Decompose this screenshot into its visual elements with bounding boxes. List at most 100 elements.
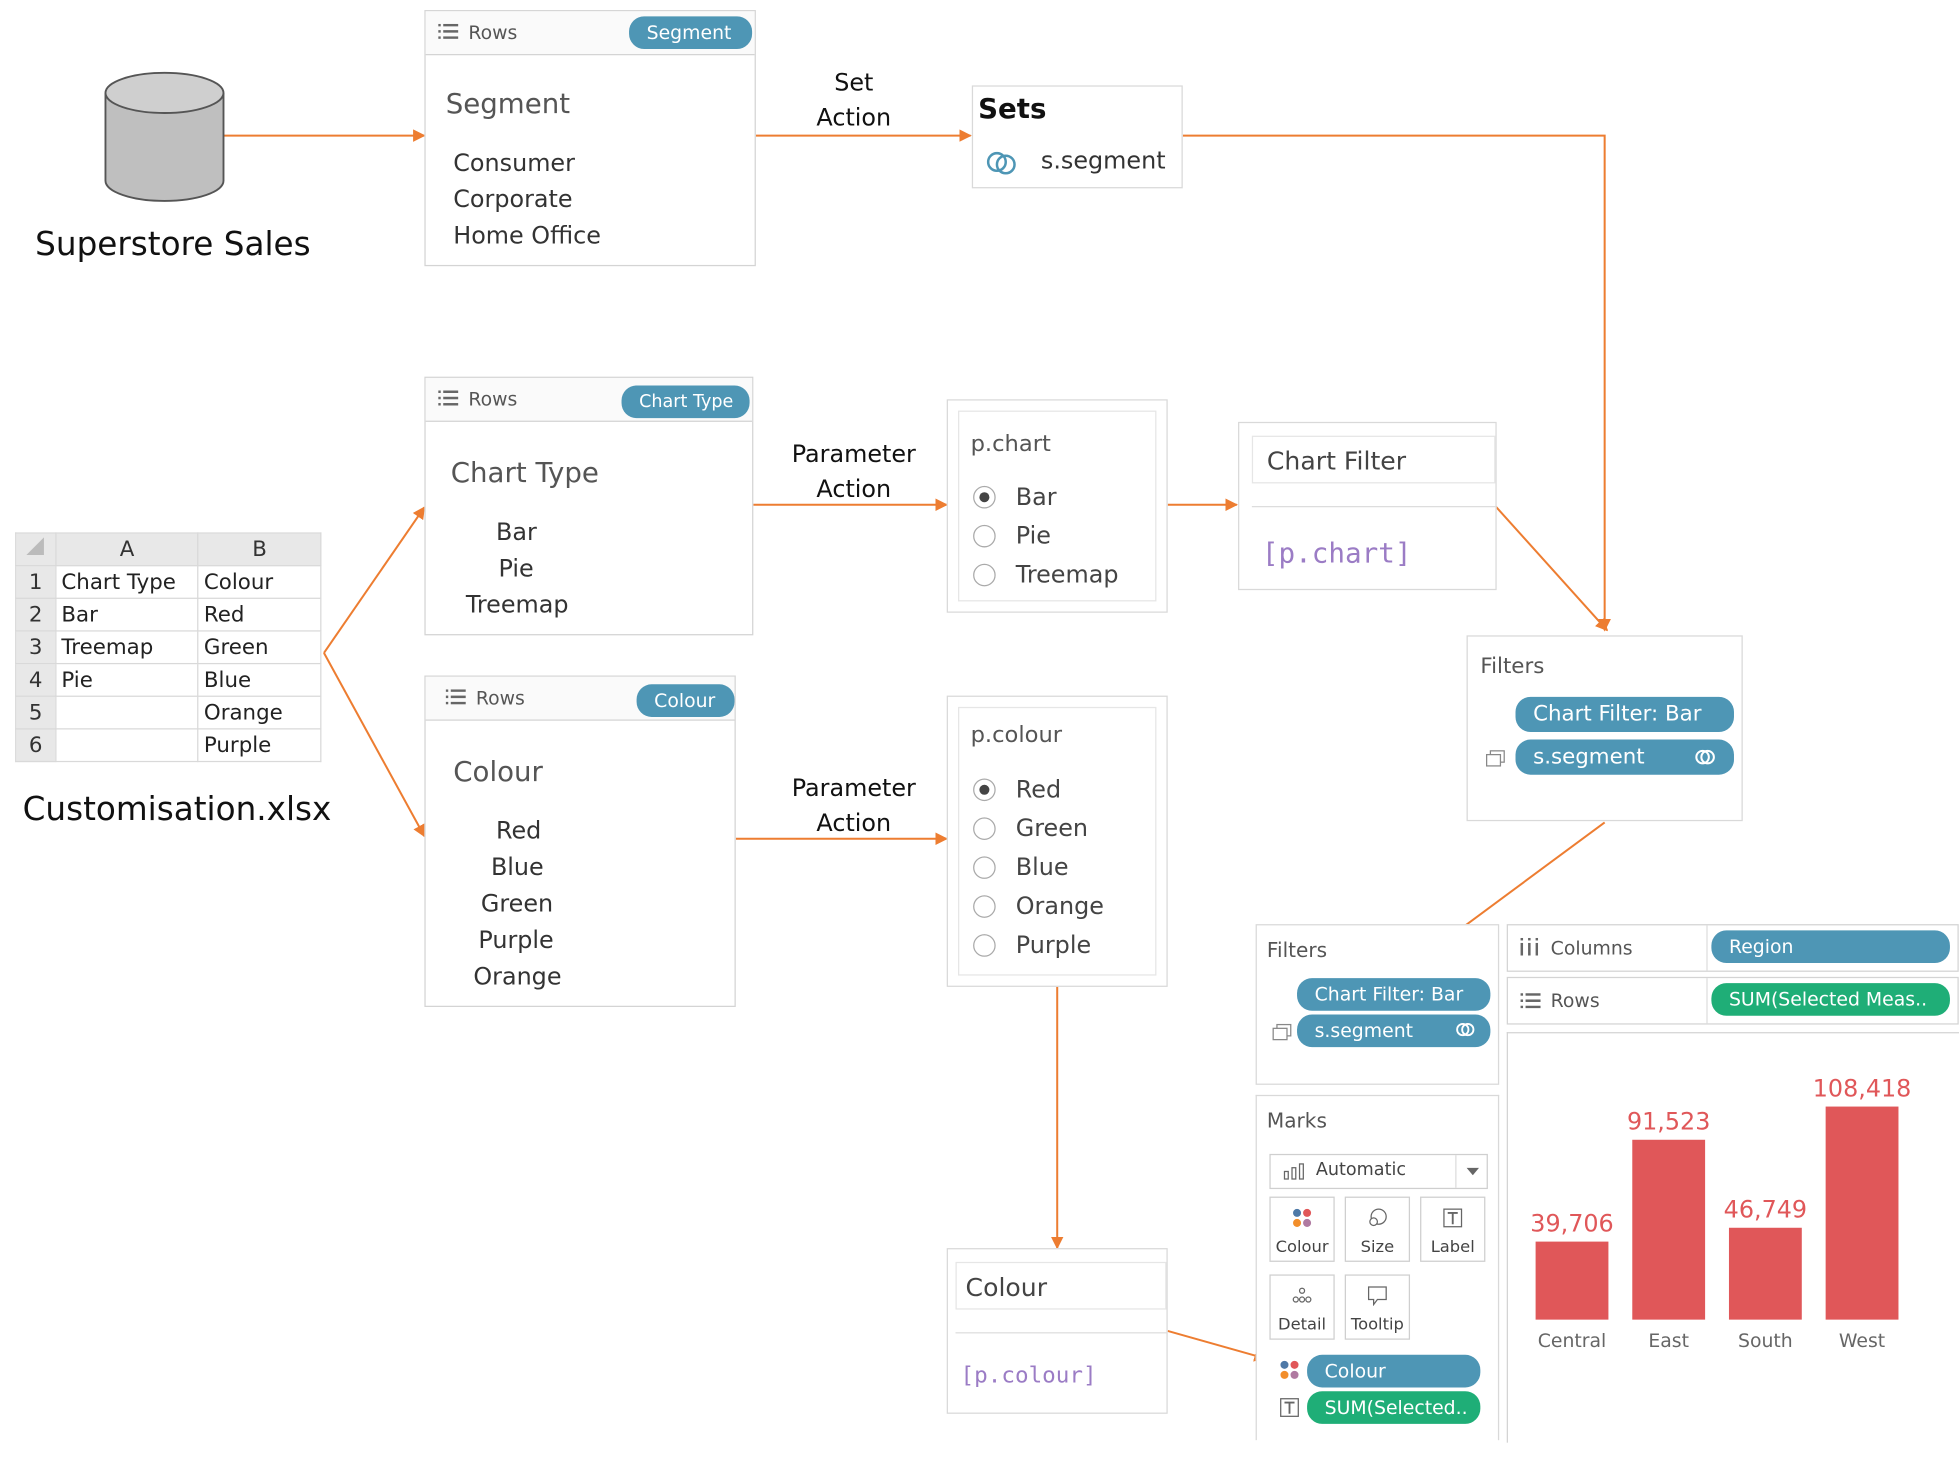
radio-green[interactable] [973,817,996,840]
radio-bar[interactable] [973,485,996,509]
label-marks-pill[interactable]: SUM(Selected.. [1307,1391,1481,1424]
bar-chart: 39,706Central91,523East46,749South108,41… [1530,1075,1912,1353]
radio-label: Bar [1015,483,1057,512]
segment-pill[interactable]: Segment [629,16,753,49]
radio-orange[interactable] [973,895,996,918]
arrow-colourcalc-to-marks [1167,1329,1267,1362]
set-icon [1695,749,1715,765]
chevron-down-icon [1466,1167,1480,1176]
size-mark-button[interactable]: Size [1344,1196,1411,1262]
arrow-xlsx-to-colour [323,652,426,838]
cell[interactable]: Green [197,630,322,665]
set-icon [1456,1023,1475,1037]
chart-type-item: Pie [498,554,534,583]
arrow-chartfilter-to-filters [1493,504,1609,632]
rows-label: Rows [1550,989,1600,1013]
worksheet-filters-title: Filters [1266,937,1328,962]
filters-title: Filters [1480,654,1545,680]
bar-central[interactable] [1535,1241,1609,1320]
mark-type-dropdown[interactable]: Automatic [1269,1153,1488,1190]
cell[interactable]: Bar [55,597,199,632]
label-mark-button[interactable]: Label [1420,1196,1486,1262]
chart-type-pill[interactable]: Chart Type [621,385,750,419]
segment-item: Home Office [453,222,601,250]
colour-icon [1280,1360,1299,1379]
colour-item: Red [495,817,542,846]
cell[interactable]: Orange [197,695,322,730]
label-icon [1443,1208,1463,1228]
parameter-action-label: Parameter Action [791,774,916,838]
radio-purple[interactable] [973,934,996,957]
marks-card: Marks Automatic Colour Size Label Detail… [1255,1094,1500,1441]
cell[interactable]: Red [197,597,322,632]
detail-icon [1292,1287,1312,1303]
colour-marks-pill[interactable]: Colour [1307,1354,1481,1388]
segment-set-pill[interactable]: s.segment [1515,739,1734,775]
segment-item: Corporate [453,185,573,214]
bar-south[interactable] [1728,1227,1802,1320]
bar-west[interactable] [1825,1106,1899,1320]
segment-shelf-header: Rows Segment [425,11,755,56]
colour-item: Blue [490,853,544,882]
segment-set-pill[interactable]: s.segment [1297,1014,1491,1048]
mark-type-value: Automatic [1315,1160,1407,1181]
set-item: s.segment [1040,146,1166,175]
measure-pill[interactable]: SUM(Selected Meas.. [1711,983,1950,1016]
colour-mark-button[interactable]: Colour [1269,1196,1335,1262]
radio-pie[interactable] [973,524,996,548]
parameter-action-label: Parameter Action [791,440,916,504]
cell[interactable] [55,728,199,763]
bar-value-label: 108,418 [1813,1075,1912,1103]
p-chart-title: p.chart [970,430,1051,458]
cell[interactable]: Purple [197,728,322,763]
shelf-label: Rows [468,21,518,44]
datasource-label: Superstore Sales [35,226,311,264]
colour-calc-title: Colour [965,1271,1048,1303]
chart-filter-formula: [p.chart] [1261,538,1412,571]
rows-icon [438,390,459,406]
cell[interactable]: Pie [55,662,199,697]
tooltip-mark-button[interactable]: Tooltip [1344,1274,1411,1340]
colour-pill[interactable]: Colour [636,684,735,717]
chart-type-item: Treemap [465,591,569,620]
segment-shelf: Rows Segment Segment Consumer Corporate … [424,10,756,267]
radio-red[interactable] [973,778,996,802]
radio-label: Green [1015,814,1089,843]
radio-treemap[interactable] [973,563,996,587]
radio-label: Blue [1015,853,1069,882]
p-colour-title: p.colour [970,721,1063,749]
radio-label: Orange [1015,892,1104,921]
context-filter-icon [1272,1023,1292,1041]
cell[interactable]: Colour [197,565,322,599]
label-icon [1280,1398,1299,1417]
p-chart-parameter-control: p.chart Bar Pie Treemap [946,399,1168,613]
columns-label: Columns [1550,936,1633,960]
chart-filter-pill[interactable]: Chart Filter: Bar [1515,696,1734,733]
colour-item: Purple [478,926,554,955]
cell[interactable]: Treemap [55,630,199,665]
spreadsheet-filename: Customisation.xlsx [22,791,332,829]
set-icon [986,151,1016,175]
detail-mark-button[interactable]: Detail [1269,1274,1335,1340]
chart-filter-calc: Chart Filter [p.chart] [1238,421,1497,591]
radio-label: Red [1015,775,1062,804]
bar-value-label: 91,523 [1627,1108,1710,1136]
chart-filter-pill[interactable]: Chart Filter: Bar [1297,978,1491,1011]
bar-east[interactable] [1632,1139,1706,1320]
region-pill[interactable]: Region [1711,930,1950,964]
select-all-icon [26,537,45,555]
cell[interactable] [55,695,199,730]
rows-icon [1520,993,1541,1009]
colour-shelf-header: Rows Colour [425,676,735,721]
colour-item: Green [480,890,554,918]
chart-type-shelf-header: Rows Chart Type [425,377,753,422]
chart-type-shelf: Rows Chart Type Chart Type Bar Pie Treem… [424,376,754,636]
cell[interactable]: Chart Type [55,565,199,599]
colour-icon [1293,1208,1312,1227]
radio-blue[interactable] [973,856,996,879]
cell[interactable]: Blue [197,662,322,697]
